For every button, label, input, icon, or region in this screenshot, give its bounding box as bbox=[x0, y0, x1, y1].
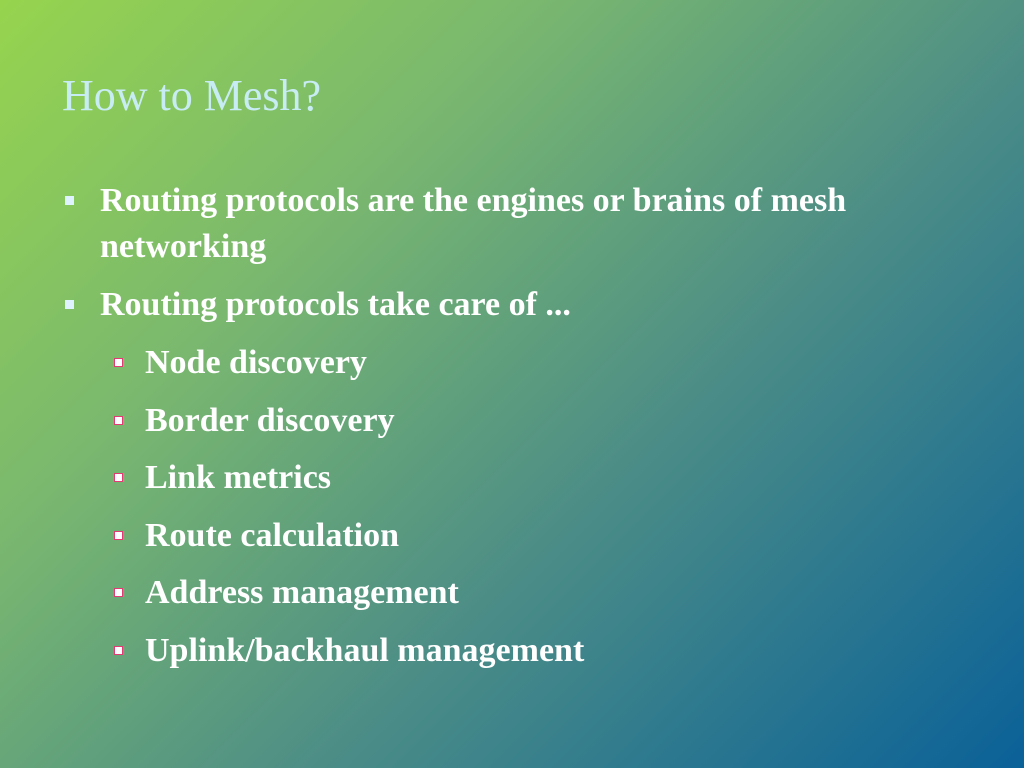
sub-bullet-text: Node discovery bbox=[145, 344, 367, 381]
sub-bullet-item: Link metrics bbox=[62, 455, 902, 501]
sub-bullet-item: Address management bbox=[62, 570, 902, 616]
bullet-item: Routing protocols take care of ... bbox=[62, 282, 902, 328]
square-bullet-icon bbox=[65, 196, 74, 205]
hollow-square-bullet-icon bbox=[114, 473, 123, 482]
sub-bullet-text: Address management bbox=[145, 574, 459, 611]
hollow-square-bullet-icon bbox=[114, 358, 123, 367]
sub-bullet-item: Uplink/backhaul management bbox=[62, 628, 902, 674]
sub-bullet-item: Node discovery bbox=[62, 340, 902, 386]
hollow-square-bullet-icon bbox=[114, 530, 123, 540]
hollow-square-bullet-icon bbox=[114, 645, 123, 655]
slide-title: How to Mesh? bbox=[62, 71, 322, 120]
sub-bullet-item: Border discovery bbox=[62, 398, 902, 444]
sub-bullet-item: Route calculation bbox=[62, 513, 902, 559]
hollow-square-bullet-icon bbox=[114, 415, 123, 425]
sub-bullet-text: Uplink/backhaul management bbox=[145, 631, 585, 669]
sub-bullet-text: Link metrics bbox=[145, 459, 332, 496]
bullet-item: Routing protocols are the engines or bra… bbox=[62, 178, 902, 270]
bullet-text: Routing protocols are the engines or bra… bbox=[100, 182, 847, 265]
slide-content: Routing protocols are the engines or bra… bbox=[62, 178, 902, 685]
square-bullet-icon bbox=[65, 300, 74, 309]
bullet-text: Routing protocols take care of ... bbox=[100, 286, 571, 323]
sub-bullet-text: Border discovery bbox=[145, 401, 395, 439]
hollow-square-bullet-icon bbox=[114, 588, 123, 597]
sub-bullet-text: Route calculation bbox=[145, 516, 400, 554]
